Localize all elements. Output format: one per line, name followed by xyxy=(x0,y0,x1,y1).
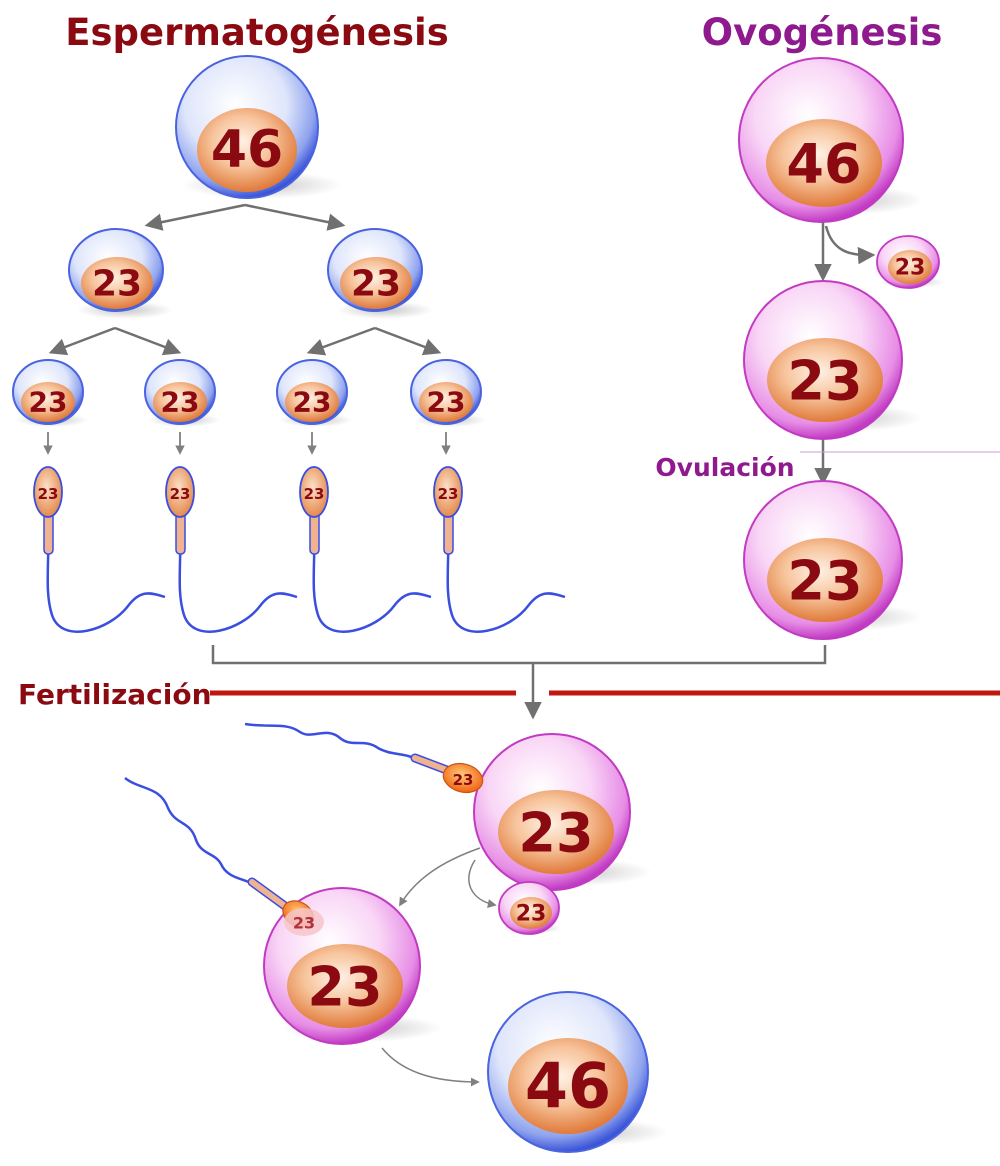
sperm-b: 23 xyxy=(124,776,324,936)
secondary-spermatocyte-left-count: 23 xyxy=(92,264,142,305)
primary-oocyte-count: 46 xyxy=(786,133,861,196)
ovulated-oocyte-count: 23 xyxy=(787,550,862,613)
egg-after-entry-count: 23 xyxy=(307,956,382,1019)
secondary-spermatocyte-right: 23 xyxy=(327,228,433,319)
first-polar-body-count: 23 xyxy=(895,256,926,281)
primary-spermatocyte-count: 46 xyxy=(211,120,283,180)
sperm-a-count: 23 xyxy=(453,771,474,789)
spermatid-3: 23 xyxy=(276,359,352,427)
sperm-2-count: 23 xyxy=(170,485,191,503)
secondary-spermatocyte-left: 23 xyxy=(68,228,173,319)
sperm-3-count: 23 xyxy=(304,485,325,503)
sperm-2: 23 xyxy=(165,466,298,633)
division-arrows xyxy=(381,847,497,1087)
sperm-4: 23 xyxy=(433,466,566,633)
secondary-spermatocyte-right-count: 23 xyxy=(351,264,401,305)
spermatid-2-count: 23 xyxy=(161,386,200,419)
secondary-oocyte-count: 23 xyxy=(787,350,862,413)
spermatid-4-count: 23 xyxy=(427,386,466,419)
converge-bracket xyxy=(211,645,827,720)
primary-spermatocyte: 46 xyxy=(175,55,342,199)
spermatogenesis-heading: Espermatogénesis xyxy=(65,11,449,54)
primary-oocyte: 46 xyxy=(738,57,924,223)
spermatid-1-count: 23 xyxy=(29,386,68,419)
oogenesis-heading: Ovogénesis xyxy=(702,11,943,54)
spermatid-4: 23 xyxy=(410,359,486,427)
zygote-count: 46 xyxy=(525,1050,611,1123)
sperm-branch-arrows xyxy=(48,203,442,356)
spermatid-3-count: 23 xyxy=(293,386,332,419)
secondary-oocyte: 23 xyxy=(743,280,922,440)
spermatid-2: 23 xyxy=(144,359,220,427)
second-polar-body-count: 23 xyxy=(516,902,547,927)
sperm-b-count: 23 xyxy=(293,914,315,933)
spermatid-down-arrows xyxy=(43,432,451,455)
sperm-a: 23 xyxy=(244,722,484,794)
sperm-1: 23 xyxy=(33,466,166,633)
second-polar-body: 23 xyxy=(498,881,562,935)
spermatid-1: 23 xyxy=(12,359,88,427)
sperm-1-count: 23 xyxy=(38,485,59,503)
sperm-4-count: 23 xyxy=(438,485,459,503)
sperm-3: 23 xyxy=(299,466,432,633)
first-polar-body: 23 xyxy=(876,235,944,289)
ovulated-oocyte: 23 xyxy=(743,480,922,640)
fertilized-egg: 23 xyxy=(473,733,652,891)
oocyte-arrows xyxy=(814,222,876,486)
fertilized-egg-count: 23 xyxy=(518,802,593,865)
zygote: 46 xyxy=(487,991,668,1153)
ovulation-label: Ovulación xyxy=(655,453,794,482)
fertilization-label: Fertilización xyxy=(18,678,212,711)
